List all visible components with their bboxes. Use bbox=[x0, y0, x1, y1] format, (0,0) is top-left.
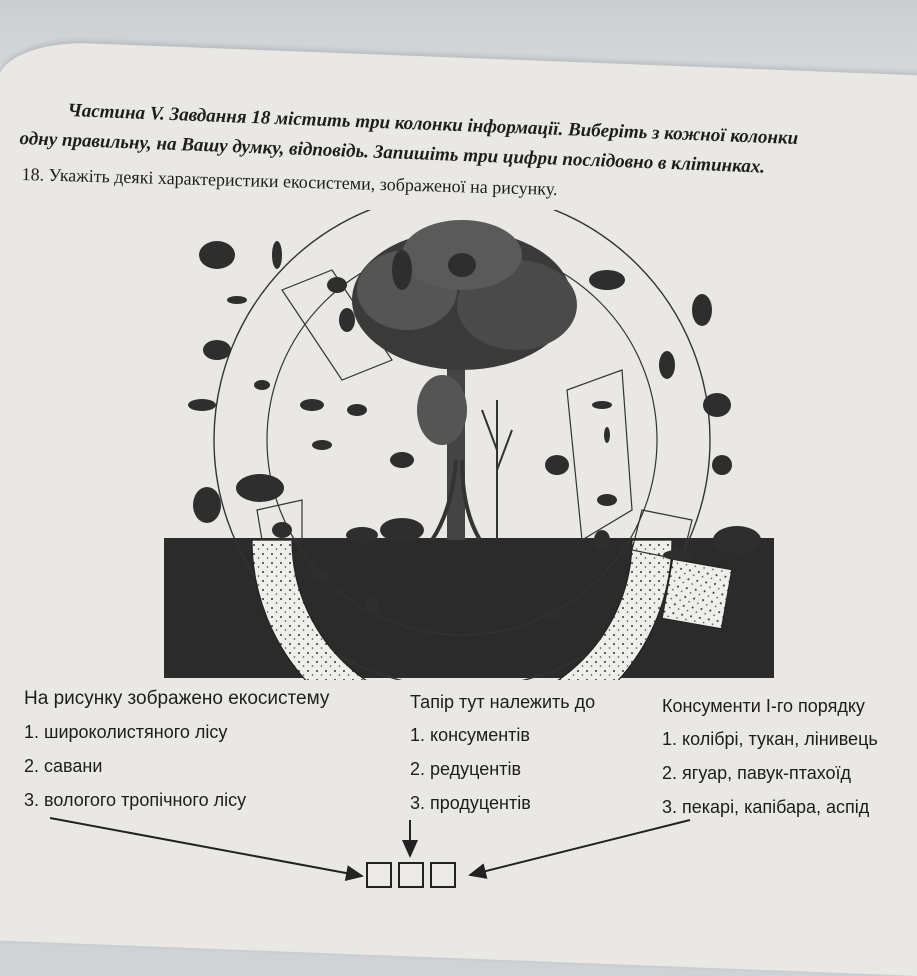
column-heading: Тапір тут належить до bbox=[410, 692, 596, 712]
column-tapir-role: Тапір тут належить до 1. консументів 2. … bbox=[410, 692, 595, 827]
option-2[interactable]: 2. редуцентів bbox=[410, 759, 522, 779]
option-1[interactable]: 1. консументів bbox=[410, 725, 530, 745]
question-number: 18. bbox=[21, 164, 45, 185]
insect-icon bbox=[272, 241, 282, 269]
beetle-icon bbox=[594, 530, 610, 550]
option-1[interactable]: 1. колібрі, тукан, лінивець bbox=[662, 729, 878, 749]
dragonfly-icon bbox=[227, 296, 247, 304]
outer-cycle-ring bbox=[213, 210, 711, 680]
hive-icon bbox=[339, 308, 355, 332]
earthworm-icon bbox=[542, 611, 562, 619]
option-3[interactable]: 3. пекарі, капібара, аспід bbox=[662, 797, 870, 817]
eagle-icon bbox=[199, 241, 235, 269]
hummingbird-icon bbox=[390, 452, 414, 468]
soil-beetle-icon bbox=[312, 569, 328, 581]
owl-icon bbox=[692, 294, 712, 326]
bat-icon bbox=[589, 270, 625, 290]
column-heading: На рисунку зображено екосистему bbox=[24, 688, 330, 709]
woodpecker-icon bbox=[659, 351, 675, 379]
larva-icon bbox=[592, 401, 612, 409]
scorpion-icon bbox=[597, 494, 617, 506]
toucan-icon bbox=[392, 250, 412, 290]
bee-icon bbox=[327, 277, 347, 293]
ring-dividers bbox=[256, 269, 693, 561]
snake-icon bbox=[703, 393, 731, 417]
tapir-icon bbox=[346, 527, 378, 543]
frog-icon bbox=[203, 340, 231, 360]
answer-box-1[interactable] bbox=[366, 862, 392, 888]
animal-silhouettes bbox=[188, 241, 761, 619]
answer-box-3[interactable] bbox=[430, 862, 456, 888]
column-primary-consumers: Консументи I-го порядку 1. колібрі, тука… bbox=[662, 696, 878, 831]
jaguar-icon bbox=[713, 526, 761, 554]
answer-box-2[interactable] bbox=[398, 862, 424, 888]
column-heading: Консументи I-го порядку bbox=[662, 696, 865, 716]
young-sapling bbox=[481, 400, 513, 540]
ecosystem-illustration bbox=[164, 210, 774, 680]
option-2[interactable]: 2. савани bbox=[24, 756, 103, 776]
sloth-icon bbox=[448, 253, 476, 277]
column-ecosystem-type: На рисунку зображено екосистему 1. широк… bbox=[24, 688, 329, 824]
peccary-icon bbox=[236, 474, 284, 502]
fly-icon bbox=[312, 440, 332, 450]
option-2[interactable]: 2. ягуар, павук-птахоїд bbox=[662, 763, 852, 783]
moth-icon bbox=[300, 399, 324, 411]
rodent-icon bbox=[272, 522, 292, 538]
worm-icon bbox=[604, 427, 610, 443]
capybara-icon bbox=[380, 518, 424, 542]
salamander-icon bbox=[663, 550, 691, 560]
tarantula-icon bbox=[545, 455, 569, 475]
butterfly-icon bbox=[347, 404, 367, 416]
option-3[interactable]: 3. продуцентів bbox=[410, 793, 531, 813]
option-1[interactable]: 1. широколистяного лісу bbox=[24, 722, 228, 742]
soil-bug-icon bbox=[365, 597, 379, 613]
spider-icon bbox=[712, 455, 732, 475]
lizard-icon bbox=[188, 399, 216, 411]
option-3[interactable]: 3. вологого тропічного лісу bbox=[24, 790, 247, 810]
ant-icon bbox=[254, 380, 270, 390]
soil-segment bbox=[661, 558, 733, 630]
soil-decomposer-band bbox=[251, 539, 673, 680]
monkey-icon bbox=[193, 487, 221, 523]
